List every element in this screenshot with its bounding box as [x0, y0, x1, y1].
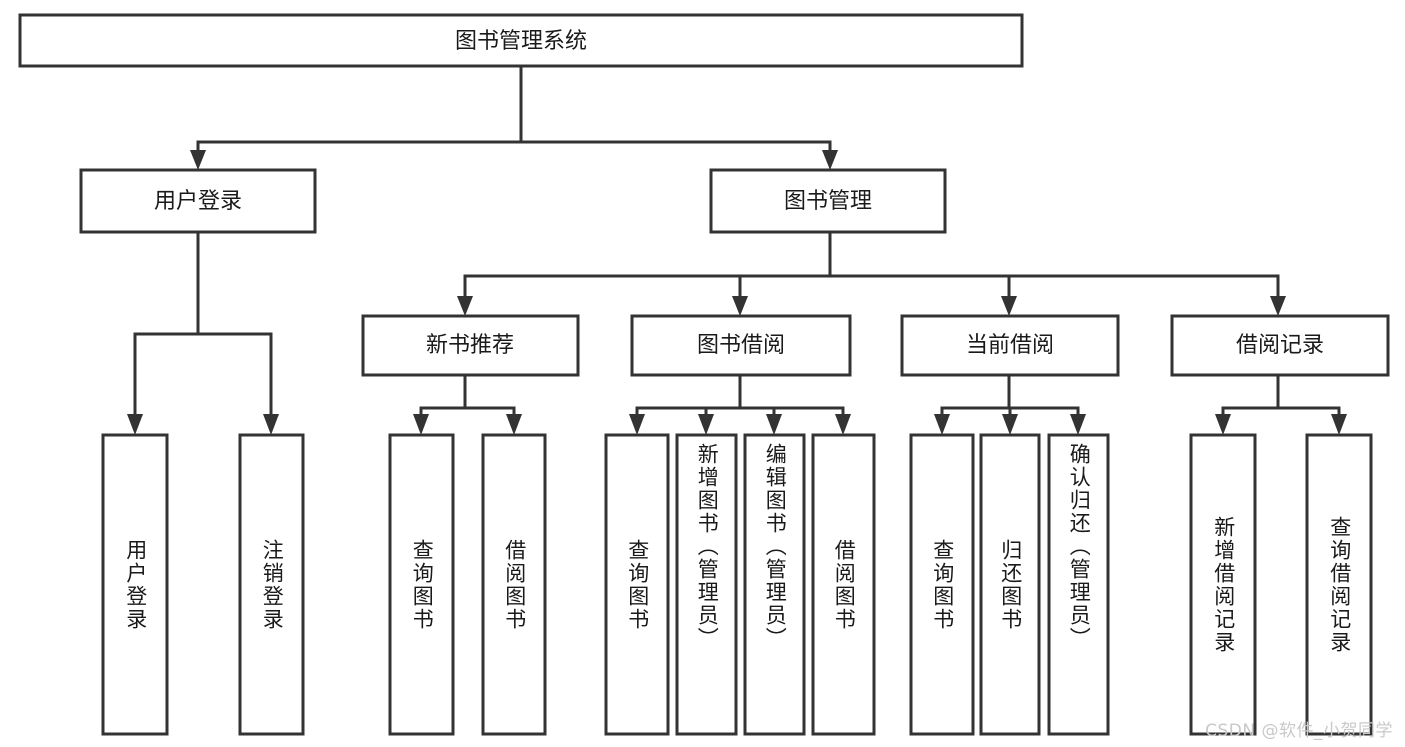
arrow-head-leaf-add-book: [698, 414, 714, 435]
node-leaf-logout[interactable]: [238, 433, 305, 736]
arrow-head-leaf-query-book-2: [629, 414, 645, 435]
arrow-head-user-login: [190, 150, 206, 170]
node-borrow-record[interactable]: [1170, 314, 1390, 377]
node-leaf-query-book-3[interactable]: [909, 433, 975, 736]
node-leaf-return-book[interactable]: [979, 433, 1041, 736]
arrow-head-leaf-edit-book: [766, 414, 782, 435]
node-leaf-borrow-book-1[interactable]: [481, 433, 547, 736]
node-leaf-add-record[interactable]: [1189, 433, 1257, 736]
arrow-head-leaf-query-record: [1331, 414, 1347, 435]
arrow-head-leaf-return-book: [1002, 414, 1018, 435]
node-book-manage-label: 图书管理: [784, 189, 872, 214]
arrow-head-book-manage: [822, 150, 838, 170]
node-root-label: 图书管理系统: [455, 29, 587, 54]
arrow-head-leaf-add-record: [1215, 414, 1231, 435]
node-book-borrow-label: 图书借阅: [697, 333, 785, 358]
node-user-login[interactable]: [79, 168, 317, 234]
connector-layer: [127, 64, 1347, 435]
node-leaf-add-book[interactable]: [675, 433, 738, 736]
node-leaf-edit-book[interactable]: [743, 433, 806, 736]
arrow-head-leaf-borrow-book-2: [835, 414, 851, 435]
node-book-borrow[interactable]: [630, 314, 852, 377]
node-borrow-record-label: 借阅记录: [1236, 333, 1324, 358]
node-user-login-label: 用户登录: [154, 189, 242, 214]
arrow-head-book-borrow: [732, 296, 748, 316]
node-new-book-rec-label: 新书推荐: [426, 333, 514, 358]
node-current-borrow-label: 当前借阅: [966, 333, 1054, 358]
node-leaf-confirm-return[interactable]: [1047, 433, 1110, 736]
node-book-manage[interactable]: [709, 168, 947, 234]
csdn-watermark: CSDN @软件_小贺同学: [1205, 721, 1393, 741]
arrow-head-leaf-query-book-1: [413, 414, 429, 435]
arrow-head-borrow-record: [1270, 296, 1286, 316]
node-root[interactable]: [18, 13, 1024, 68]
node-leaf-query-record[interactable]: [1305, 433, 1373, 736]
arrow-head-leaf-logout: [263, 414, 279, 435]
node-leaf-borrow-book-2[interactable]: [811, 433, 876, 736]
node-layer: 图书管理系统 用户登录 图书管理 新书推荐 图书借阅 当前借阅 借阅记录: [18, 13, 1390, 736]
arrow-head-leaf-borrow-book-1: [506, 414, 522, 435]
arrow-head-leaf-confirm-return: [1070, 414, 1086, 435]
node-leaf-user-login[interactable]: [101, 433, 169, 736]
node-leaf-query-book-1[interactable]: [388, 433, 455, 736]
node-leaf-query-book-2[interactable]: [604, 433, 670, 736]
node-current-borrow[interactable]: [900, 314, 1120, 377]
arrow-head-current-borrow: [1001, 296, 1017, 316]
arrow-head-leaf-user-login: [127, 414, 143, 435]
arrow-head-new-book-rec: [457, 296, 473, 316]
node-new-book-rec[interactable]: [361, 314, 580, 377]
arrow-head-leaf-query-book-3: [934, 414, 950, 435]
